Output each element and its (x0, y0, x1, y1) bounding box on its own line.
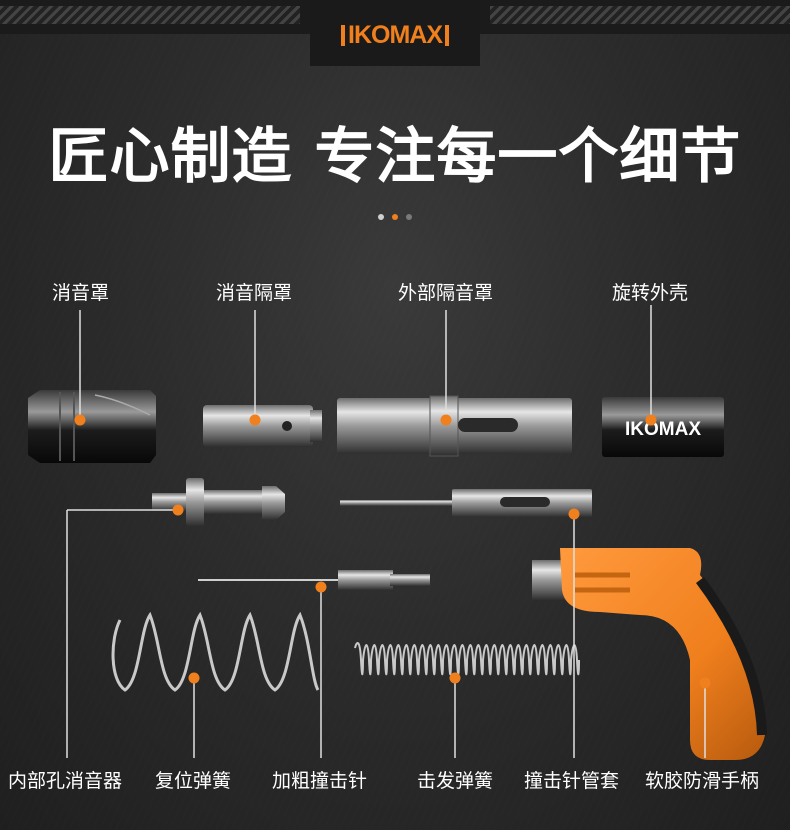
firing-spring (354, 642, 580, 676)
label-inner-hole-muffler: 内部孔消音器 (8, 770, 123, 792)
brand-tab (310, 0, 480, 66)
top-stripe-left (0, 6, 300, 24)
label-outer-sound-cover: 外部隔音罩 (398, 282, 494, 304)
soft-grip-handle (532, 548, 767, 760)
carousel-dot (406, 214, 412, 220)
label-rotating-shell: 旋转外壳 (612, 282, 689, 304)
muffler-cap (28, 390, 156, 463)
return-spring (111, 611, 320, 692)
label-return-spring: 复位弹簧 (155, 770, 232, 792)
muffler-inner-cover (203, 405, 322, 447)
marker-dot (568, 508, 580, 520)
marker-dot (315, 581, 327, 593)
top-stripe-right (490, 6, 790, 24)
marker-dot (172, 504, 184, 516)
leader-lines (66, 305, 706, 758)
marker-dots (74, 414, 711, 689)
headline: 匠心制造 专注每一个细节 (48, 122, 742, 192)
firing-pin-sleeve (340, 489, 592, 517)
thick-firing-pin (198, 570, 430, 590)
brand-logo: IKOMAX (330, 21, 460, 49)
label-muffler-inner-cover: 消音隔罩 (216, 282, 293, 304)
carousel-dot-active (392, 214, 398, 220)
label-firing-spring: 击发弹簧 (417, 770, 494, 792)
marker-dot (645, 414, 657, 426)
marker-dot (699, 677, 711, 689)
carousel-dot (378, 214, 384, 220)
marker-dot (188, 672, 200, 684)
label-firing-pin-sleeve: 撞击针管套 (524, 770, 620, 792)
shell-logo: IKOMAX (625, 419, 701, 440)
rotating-shell (602, 397, 724, 457)
marker-dot (74, 414, 86, 426)
outer-sound-cover (337, 395, 572, 457)
inner-hole-muffler (152, 478, 285, 526)
marker-dot (249, 414, 261, 426)
marker-dot (449, 672, 461, 684)
marker-dot (440, 414, 452, 426)
label-soft-grip-handle: 软胶防滑手柄 (645, 770, 760, 792)
label-thick-firing-pin: 加粗撞击针 (272, 770, 368, 792)
label-muffler-cap: 消音罩 (52, 282, 110, 304)
